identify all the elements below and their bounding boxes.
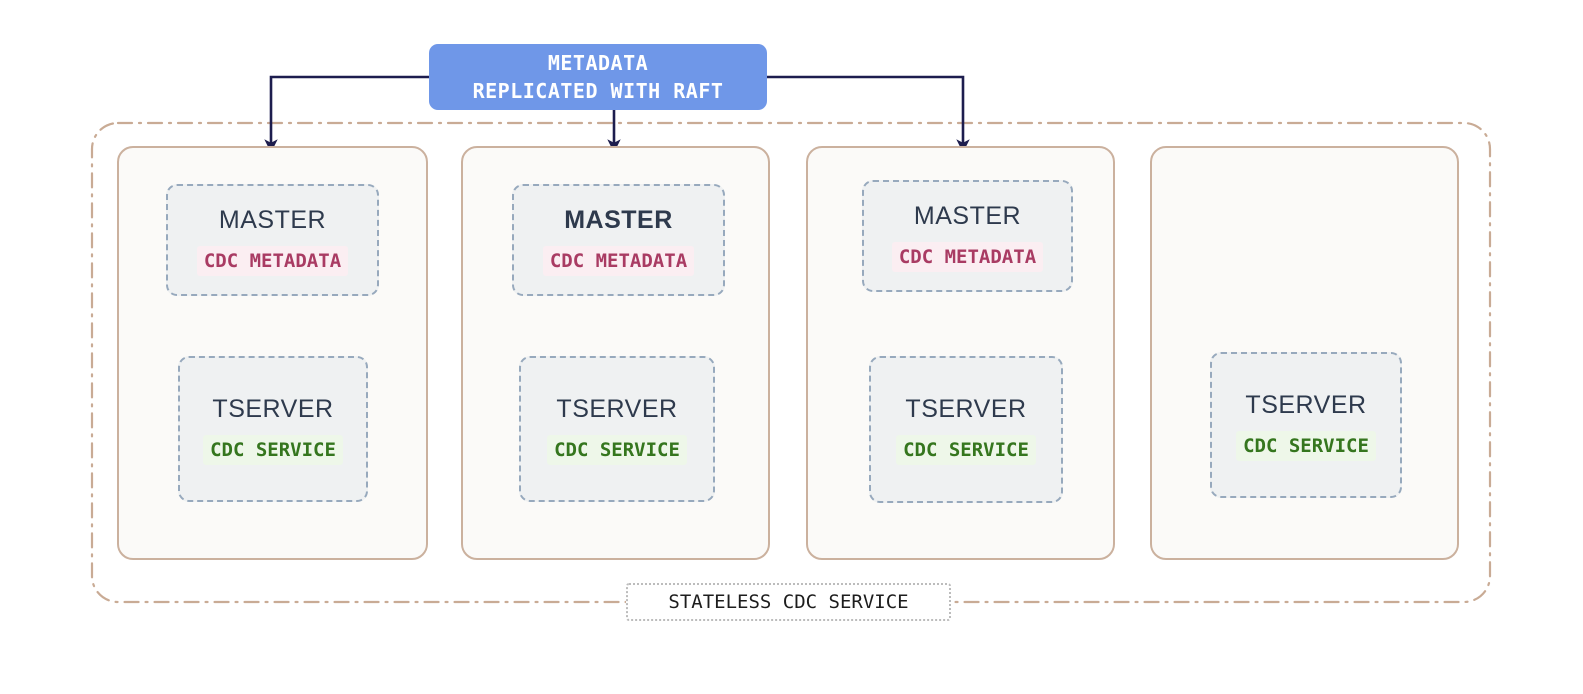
cdc-metadata-tag-1: CDC METADATA bbox=[196, 245, 349, 276]
metadata-box-line-2: REPLICATED WITH RAFT bbox=[472, 79, 724, 103]
node-card-2[interactable]: MASTER CDC METADATA TSERVER CDC SERVICE bbox=[461, 146, 770, 560]
node-card-3[interactable]: MASTER CDC METADATA TSERVER CDC SERVICE bbox=[806, 146, 1115, 560]
tserver-label-2: TSERVER bbox=[556, 394, 678, 423]
master-label-3: MASTER bbox=[913, 201, 1022, 230]
tserver-label-1: TSERVER bbox=[212, 394, 334, 423]
metadata-box-line-1: METADATA bbox=[547, 51, 649, 75]
cdc-service-tag-1: CDC SERVICE bbox=[203, 434, 343, 465]
tserver-box-3[interactable]: TSERVER CDC SERVICE bbox=[869, 356, 1063, 503]
node-card-1[interactable]: MASTER CDC METADATA TSERVER CDC SERVICE bbox=[117, 146, 428, 560]
tserver-box-1[interactable]: TSERVER CDC SERVICE bbox=[178, 356, 368, 502]
cdc-metadata-tag-2: CDC METADATA bbox=[542, 245, 695, 276]
tserver-label-4: TSERVER bbox=[1245, 390, 1367, 419]
master-box-1[interactable]: MASTER CDC METADATA bbox=[166, 184, 379, 296]
cdc-service-tag-3: CDC SERVICE bbox=[896, 435, 1036, 465]
metadata-raft-box[interactable]: METADATA REPLICATED WITH RAFT bbox=[429, 44, 767, 110]
tserver-box-2[interactable]: TSERVER CDC SERVICE bbox=[519, 356, 715, 502]
cdc-service-tag-4: CDC SERVICE bbox=[1236, 430, 1376, 461]
stateless-cdc-service-label: STATELESS CDC SERVICE bbox=[626, 583, 951, 621]
master-label-2: MASTER bbox=[564, 205, 673, 234]
tserver-box-4[interactable]: TSERVER CDC SERVICE bbox=[1210, 352, 1402, 498]
tserver-label-3: TSERVER bbox=[905, 395, 1027, 423]
master-label-1: MASTER bbox=[218, 205, 327, 234]
cdc-metadata-tag-3: CDC METADATA bbox=[891, 241, 1044, 272]
master-box-3[interactable]: MASTER CDC METADATA bbox=[862, 180, 1073, 292]
stateless-cdc-service-label-text: STATELESS CDC SERVICE bbox=[668, 591, 909, 613]
master-box-2[interactable]: MASTER CDC METADATA bbox=[512, 184, 725, 296]
node-card-4[interactable]: TSERVER CDC SERVICE bbox=[1150, 146, 1459, 560]
cdc-service-tag-2: CDC SERVICE bbox=[547, 434, 687, 465]
